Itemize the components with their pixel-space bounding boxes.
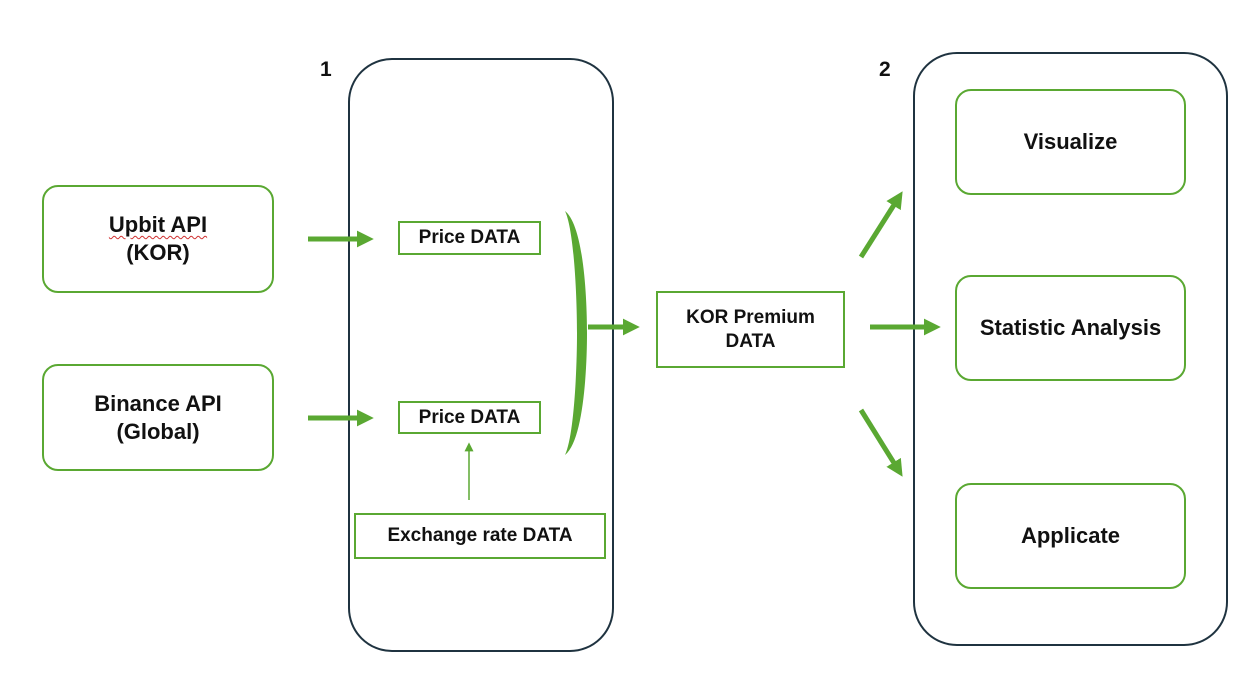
price-data-bottom-label: Price DATA [418,406,521,428]
binance-api-box: Binance API (Global) [42,364,274,471]
exchange-rate-label: Exchange rate DATA [387,525,573,546]
upbit-api-title: Upbit API [108,212,208,237]
statistic-analysis-label: Statistic Analysis [979,315,1162,340]
step-2-label: 2 [879,58,891,81]
arrow-premium-to-visualize [858,191,903,259]
applicate-label: Applicate [1020,523,1121,548]
merge-bracket [565,211,587,455]
binance-api-region: (Global) [116,418,200,444]
applicate-box: Applicate [955,483,1186,589]
visualize-label: Visualize [1023,129,1118,154]
exchange-rate-box: Exchange rate DATA [354,513,606,559]
kor-premium-box: KOR Premium DATA [656,291,845,368]
visualize-box: Visualize [955,89,1186,195]
upbit-api-region: (KOR) [126,240,190,265]
price-data-bottom-box: Price DATA [398,401,541,434]
kor-premium-line1: KOR Premium [686,306,815,328]
arrow-premium-to-applicate [858,408,903,477]
price-data-top-box: Price DATA [398,221,541,255]
kor-premium-line2: DATA [725,330,776,352]
upbit-api-box: Upbit API (KOR) [42,185,274,293]
price-data-top-label: Price DATA [418,227,521,248]
step-1-label: 1 [320,58,332,81]
statistic-analysis-box: Statistic Analysis [955,275,1186,381]
binance-api-title: Binance API [94,390,222,416]
